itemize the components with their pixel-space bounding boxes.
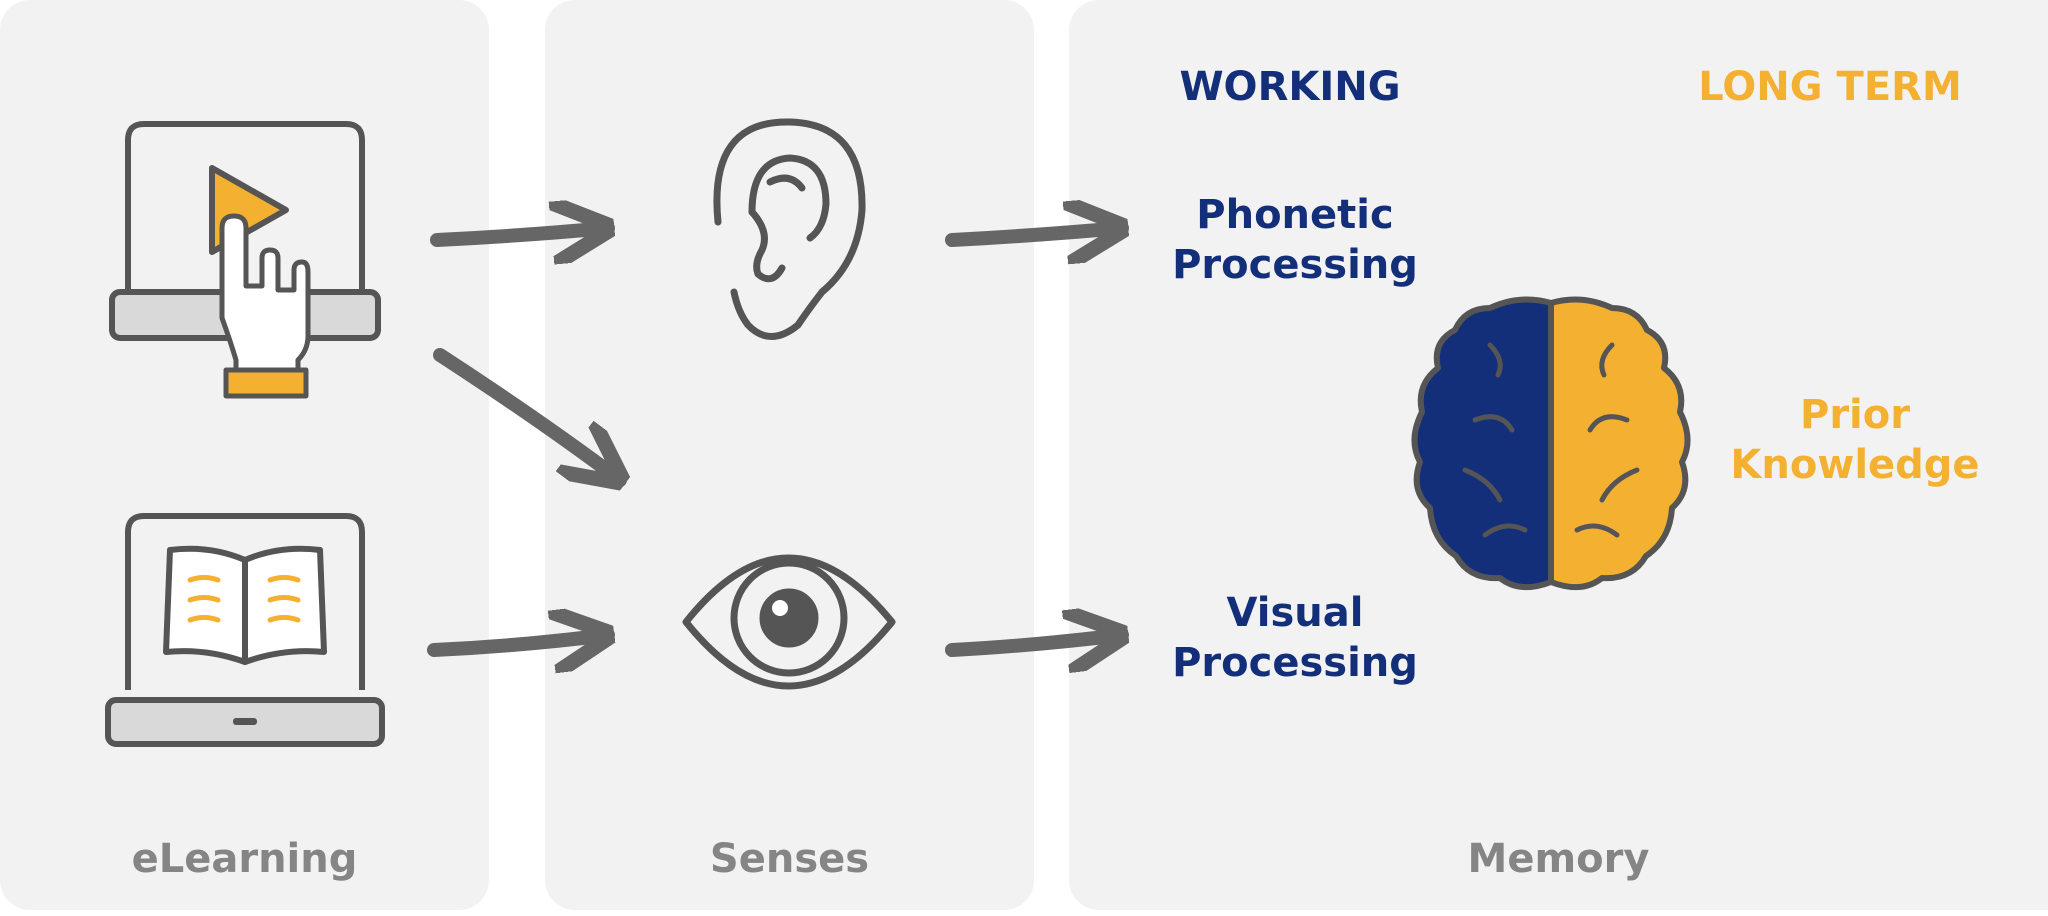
arrow-video-to-eye <box>433 348 620 480</box>
brain-folds <box>1462 342 1640 538</box>
arrow-video-to-ear <box>430 228 608 240</box>
panel-title-elearning: eLearning <box>131 836 358 882</box>
brain-icon <box>1411 296 1691 591</box>
arrow-ebook-to-eye <box>427 635 608 650</box>
video-laptop-icon <box>109 121 381 399</box>
eye-highlight <box>772 600 788 616</box>
arrow-eye-to-visual <box>945 635 1122 650</box>
prior-knowledge-label: Prior Knowledge <box>1730 392 1980 488</box>
panel-elearning: eLearning <box>0 0 489 910</box>
working-memory-header: WORKING <box>1179 64 1401 110</box>
ebook-laptop-icon <box>105 513 385 747</box>
panel-title-memory: Memory <box>1467 836 1650 882</box>
book-text-lines <box>187 575 301 623</box>
ear-icon <box>713 118 866 340</box>
flow-arrows <box>427 228 1122 650</box>
visual-processing-label: Visual Processing <box>1172 590 1418 686</box>
eye-icon <box>682 554 896 690</box>
arrow-ear-to-phonetic <box>945 228 1122 240</box>
long-term-memory-header: LONG TERM <box>1698 64 1962 110</box>
phonetic-processing-label: Phonetic Processing <box>1172 192 1418 288</box>
panel-title-senses: Senses <box>709 836 870 882</box>
